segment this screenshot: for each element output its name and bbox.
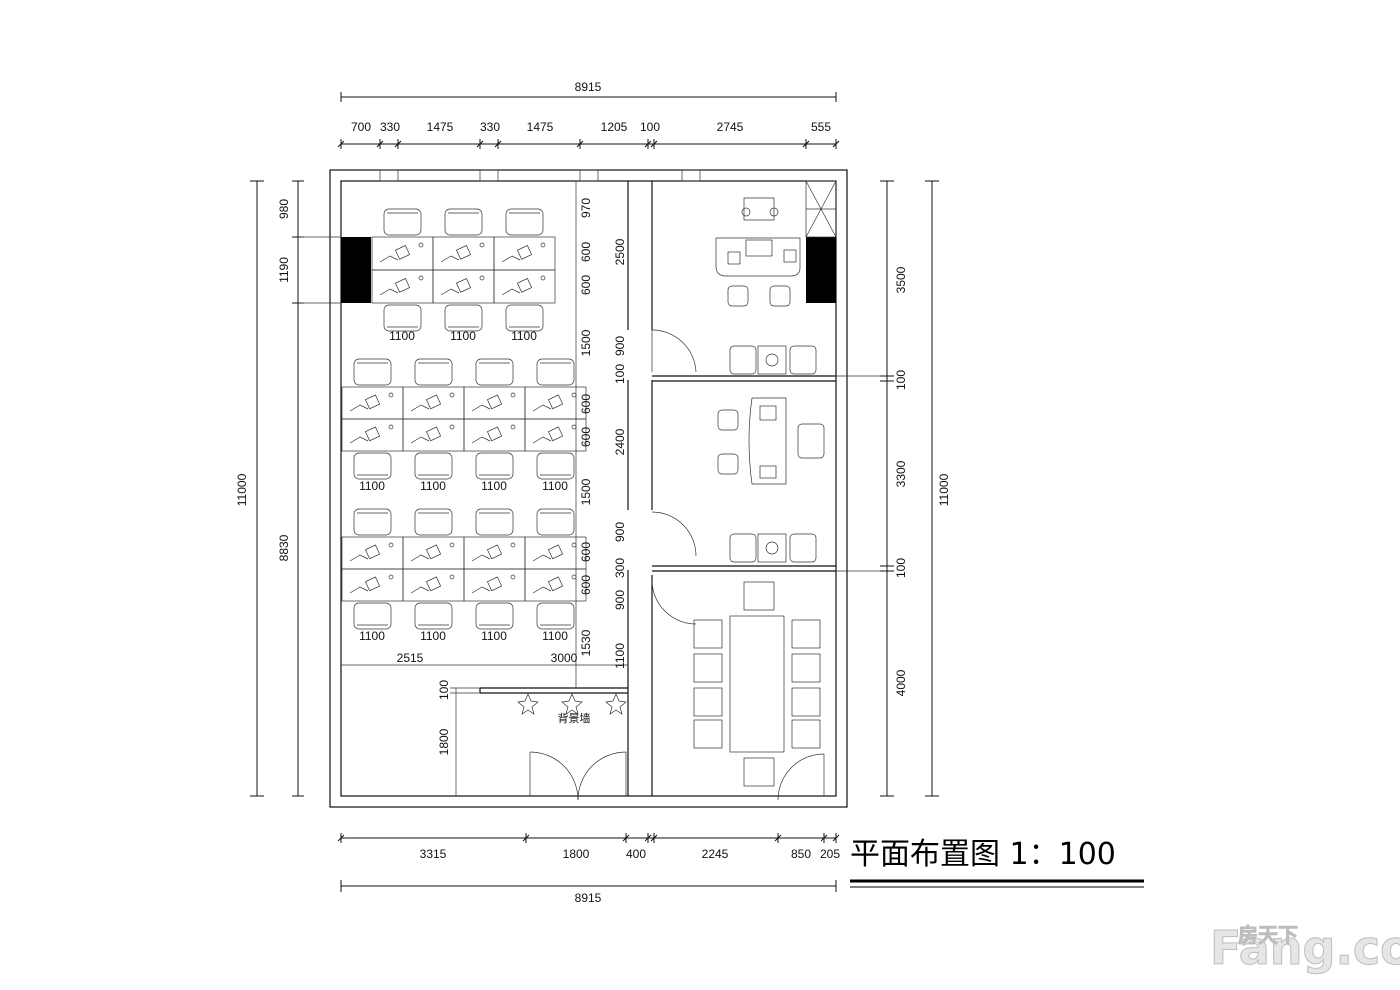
inner-v-dim-7: 100 [613, 364, 627, 384]
top-dim-9: 555 [811, 120, 831, 134]
bottom-dim-2: 1800 [563, 847, 590, 861]
desk-width-3: 1100 [511, 329, 537, 343]
top-dim-6: 1205 [601, 120, 628, 134]
desk-width-6: 1100 [481, 479, 507, 493]
left-dim-1: 980 [277, 199, 291, 219]
top-dim-7: 100 [640, 120, 660, 134]
inner-v-dim-1: 970 [579, 198, 593, 218]
workstation-cluster-top [371, 208, 556, 332]
top-dim-8: 2745 [717, 120, 744, 134]
desk-width-8: 1100 [359, 629, 385, 643]
inner-v-dim-8: 600 [579, 394, 593, 414]
inner-h-dim-1: 2515 [397, 651, 424, 665]
inner-v-dim-18: 1100 [613, 643, 627, 669]
inner-v-dim-14: 600 [579, 542, 593, 562]
desk-width-4: 1100 [359, 479, 385, 493]
top-total-dimension: 8915 [575, 80, 602, 94]
inner-v-dim-5: 1500 [579, 329, 593, 356]
inner-v-dim-17: 1530 [579, 629, 593, 656]
left-dim-3: 8830 [277, 534, 291, 561]
inner-v-dim-13: 300 [613, 558, 627, 578]
top-dimensions: 8915 700 330 1475 330 1475 1205 100 2745… [337, 80, 840, 149]
desk-width-10: 1100 [481, 629, 507, 643]
top-dim-1: 700 [351, 120, 371, 134]
plan-title: 平面布置图 1：100 [850, 837, 1116, 872]
inner-h-dim-2: 3000 [551, 651, 578, 665]
right-dim-5: 4000 [894, 669, 908, 696]
meeting-room [693, 581, 821, 787]
watermark-brand: Fang.com [1210, 921, 1400, 975]
desk-width-labels: 1100 1100 1100 1100 1100 1100 1100 1100 … [359, 329, 568, 643]
left-outer-dimension: 11000 [235, 473, 249, 506]
inner-v-dim-16: 900 [613, 590, 627, 610]
inner-v-dim-12: 900 [613, 522, 627, 542]
right-dim-1: 3500 [894, 266, 908, 293]
windows [379, 169, 701, 182]
bottom-dim-3: 400 [626, 847, 646, 861]
inner-v-dim-3: 600 [579, 275, 593, 295]
doors [529, 329, 825, 801]
interior-walls [341, 181, 836, 796]
manager-office-top [715, 197, 817, 375]
top-dim-4: 330 [480, 120, 500, 134]
right-dim-3: 3300 [894, 460, 908, 487]
inner-v-dim-20: 1800 [437, 728, 451, 755]
bottom-dim-4: 2245 [702, 847, 729, 861]
watermark: Fang.com 房天下 [1210, 921, 1400, 976]
top-dim-2: 330 [380, 120, 400, 134]
columns [341, 180, 837, 303]
left-dimensions: 11000 980 1190 8830 [235, 180, 341, 797]
top-dim-3: 1475 [427, 120, 454, 134]
desk-width-5: 1100 [420, 479, 446, 493]
inner-horizontal-dimensions: 2515 3000 [397, 651, 578, 665]
inner-v-dim-19: 100 [437, 680, 451, 700]
inner-v-dim-4: 2500 [613, 238, 627, 265]
inner-vertical-dimensions: 970 600 600 2500 1500 900 100 600 600 24… [437, 181, 627, 796]
inner-v-dim-15: 600 [579, 575, 593, 595]
inner-v-dim-9: 600 [579, 427, 593, 447]
desk-width-2: 1100 [450, 329, 476, 343]
inner-v-dim-11: 1500 [579, 478, 593, 505]
watermark-small: 房天下 [1238, 923, 1298, 947]
inner-v-dim-2: 600 [579, 242, 593, 262]
bottom-dimensions: 3315 1800 400 2245 850 205 8915 [337, 833, 840, 905]
background-wall-label: 背景墙 [558, 711, 591, 725]
bottom-total-dimension: 8915 [575, 891, 602, 905]
bottom-dim-1: 3315 [420, 847, 447, 861]
desk-width-1: 1100 [389, 329, 415, 343]
drawing-title: 平面布置图 1：100 [850, 837, 1144, 888]
right-dim-2: 100 [894, 370, 908, 390]
desk-width-9: 1100 [420, 629, 446, 643]
inner-v-dim-10: 2400 [613, 428, 627, 455]
workstation-cluster-bottom [341, 508, 587, 630]
left-dim-2: 1190 [277, 257, 291, 283]
bottom-dim-5: 850 [791, 847, 811, 861]
right-dimensions: 3500 100 3300 100 4000 11000 [836, 180, 951, 797]
top-dim-5: 1475 [527, 120, 554, 134]
manager-office-middle [717, 397, 825, 563]
desk-width-11: 1100 [542, 629, 568, 643]
desk-width-7: 1100 [542, 479, 568, 493]
right-dim-4: 100 [894, 558, 908, 578]
right-outer-dimension: 11000 [937, 473, 951, 506]
workstation-cluster-middle [341, 358, 587, 480]
inner-v-dim-6: 900 [613, 336, 627, 356]
plants [517, 693, 627, 715]
bottom-dim-6: 205 [820, 847, 840, 861]
